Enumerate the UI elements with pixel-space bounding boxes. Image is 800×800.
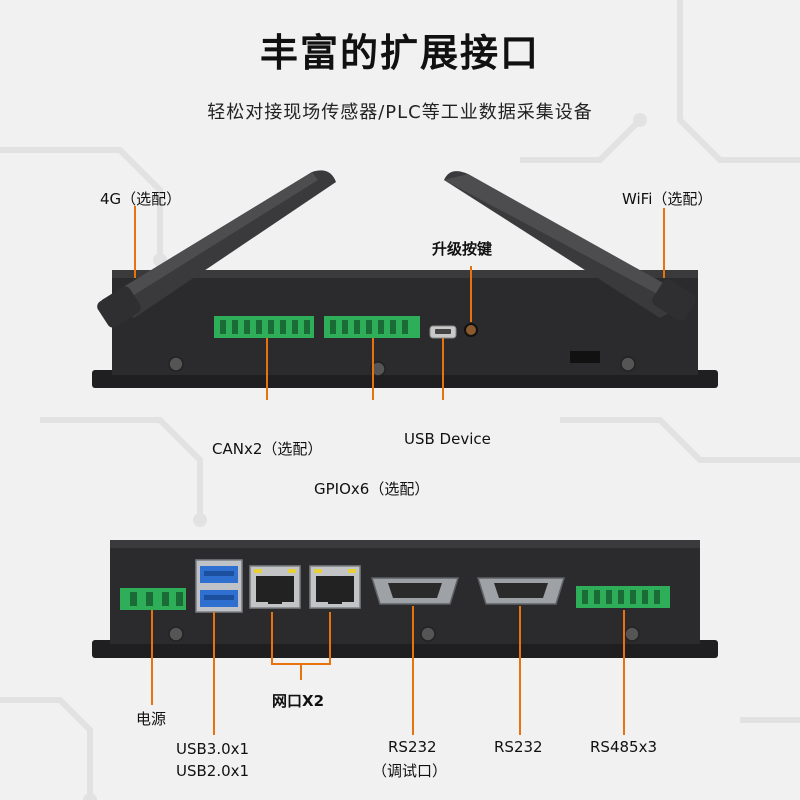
upgrade-button-hole [464,323,478,337]
label-usb-device: USB Device [404,430,491,448]
power-terminal [120,588,186,610]
label-can: CANx2（选配） [212,440,323,458]
label-gpio: GPIOx6（选配） [314,480,430,498]
label-rs232: RS232 [494,738,543,756]
bottom-screws [168,626,640,642]
label-ethernet: 网口X2 [272,692,325,710]
bottom-callout-lines [151,606,625,735]
page-subtitle: 轻松对接现场传感器/PLC等工业数据采集设备 [207,102,593,123]
rs232-port [476,577,566,605]
label-rs232-debug-line1: RS232 [388,738,437,756]
antenna-4g [97,170,336,328]
page-title: 丰富的扩展接口 [259,31,540,75]
gpio-terminal-block [324,316,420,338]
can-terminal-block [214,316,314,338]
usb-ports [195,559,243,613]
top-slot [570,351,600,363]
label-usb-line2: USB2.0x1 [176,762,250,780]
rs232-debug-port [370,577,460,605]
bottom-device-panel [92,540,718,658]
label-rs485: RS485x3 [590,738,657,756]
label-antenna-4g: 4G（选配） [100,190,182,208]
top-callout-lines [134,206,665,400]
label-usb-line1: USB3.0x1 [176,740,250,758]
bottom-chassis-flange [92,640,718,658]
top-screws [168,356,636,377]
ethernet-port-2 [309,565,361,609]
antenna-wifi [444,171,696,321]
label-upgrade-button: 升级按键 [432,240,493,258]
label-antenna-wifi: WiFi（选配） [622,190,713,208]
label-rs232-debug-line2: （调试口） [372,762,448,780]
ethernet-port-1 [249,565,301,609]
label-power: 电源 [136,710,167,728]
top-device-panel [92,170,718,400]
rs485-terminal [576,586,670,608]
